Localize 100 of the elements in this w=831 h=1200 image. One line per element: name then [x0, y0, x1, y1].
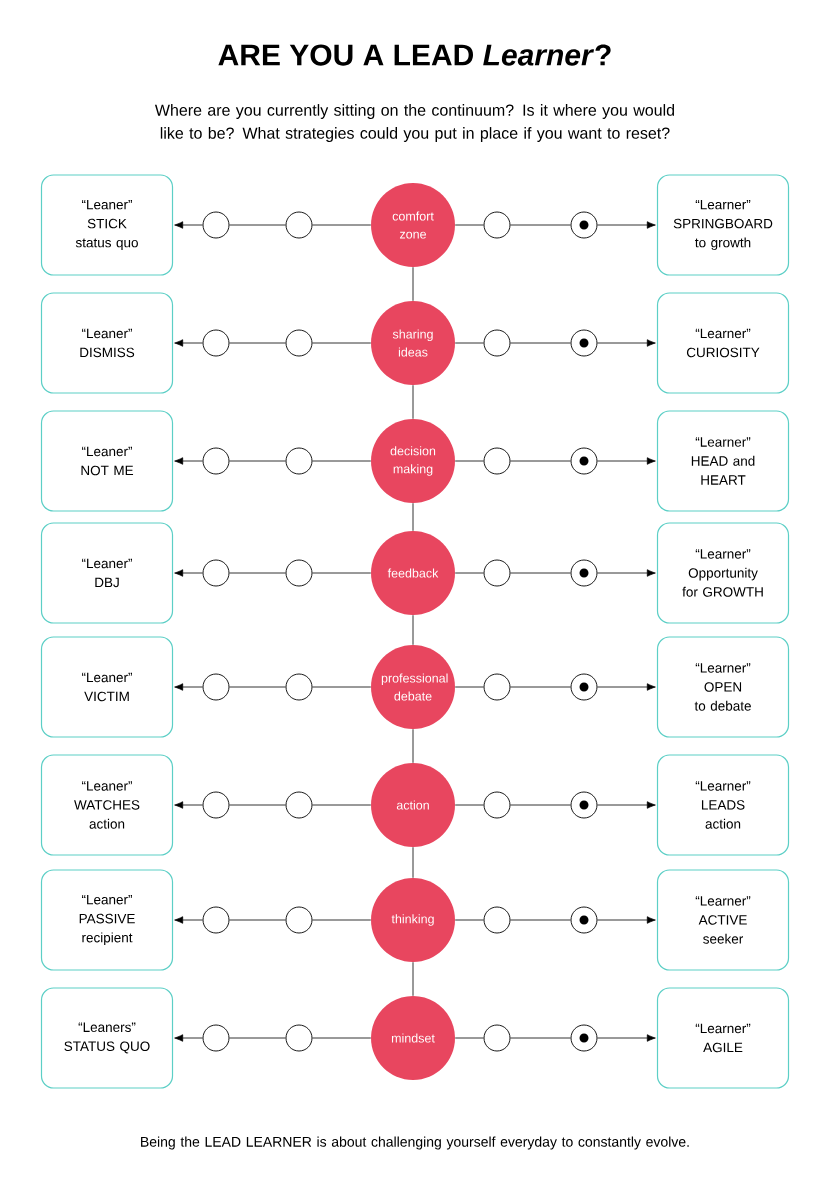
connector-line [229, 342, 286, 344]
scale-circle [285, 559, 313, 587]
connector-line [454, 686, 484, 688]
connector-line [454, 919, 484, 921]
connector-line [510, 460, 571, 462]
marked-circle [570, 1024, 598, 1052]
outcome-box: “Leaner” DISMISS [40, 292, 174, 394]
arrow [597, 683, 656, 691]
connector-line [229, 686, 286, 688]
outcome-box: “Learner” Opportunity for GROWTH [656, 522, 790, 624]
arrow [174, 1034, 203, 1042]
scale-circle [285, 906, 313, 934]
arrow [597, 916, 656, 924]
connector-line [229, 572, 286, 574]
connector-line [510, 1037, 571, 1039]
connector-line [454, 460, 484, 462]
outcome-box: “Learner” OPEN to debate [656, 636, 790, 738]
marked-circle [570, 211, 598, 239]
marked-circle [570, 906, 598, 934]
scale-circle [202, 791, 230, 819]
connector-line [229, 224, 286, 226]
connector-line [510, 686, 571, 688]
footer-note: Being the LEAD LEARNER is about challenging yourself everyday to constantly evolve. [141, 1136, 689, 1150]
outcome-box: “Learner” LEADS action [656, 754, 790, 856]
outcome-box: “Learner” HEAD and HEART [656, 410, 790, 512]
connector-line [229, 804, 286, 806]
scale-circle [483, 673, 511, 701]
outcome-box: “Leaner” WATCHES action [40, 754, 174, 856]
connector-line [312, 686, 372, 688]
scale-circle [285, 673, 313, 701]
arrow [174, 339, 203, 347]
scale-circle [285, 1024, 313, 1052]
marked-circle [570, 673, 598, 701]
outcome-box: “Leaner” PASSIVE recipient [40, 869, 174, 971]
arrow [174, 457, 203, 465]
scale-circle [483, 447, 511, 475]
scale-circle [483, 791, 511, 819]
connector-line [312, 919, 372, 921]
outcome-box: “Learner” CURIOSITY [656, 292, 790, 394]
scale-circle [285, 329, 313, 357]
arrow [174, 569, 203, 577]
marked-circle [570, 791, 598, 819]
connector-line [510, 342, 571, 344]
scale-circle [483, 211, 511, 239]
arrow [174, 683, 203, 691]
outcome-box: “Learner” ACTIVE seeker [656, 869, 790, 971]
connector-line [412, 266, 414, 302]
scale-circle [285, 211, 313, 239]
connector-line [510, 572, 571, 574]
outcome-box: “Leaner” VICTIM [40, 636, 174, 738]
connector-line [510, 804, 571, 806]
connector-line [412, 614, 414, 646]
scale-circle [483, 329, 511, 357]
outcome-box: “Leaners” STATUS QUO [40, 987, 174, 1089]
connector-line [312, 342, 372, 344]
connector-line [229, 1037, 286, 1039]
scale-circle [202, 447, 230, 475]
arrow [597, 569, 656, 577]
arrow [174, 801, 203, 809]
connector-line [412, 384, 414, 420]
marked-circle [570, 329, 598, 357]
arrow [597, 801, 656, 809]
scale-circle [483, 906, 511, 934]
outcome-box: “Leaner” DBJ [40, 522, 174, 624]
connector-line [454, 572, 484, 574]
connector-line [229, 460, 286, 462]
arrow [597, 339, 656, 347]
title: ARE YOU A LEAD Learner? [218, 44, 611, 66]
connector-line [412, 846, 414, 879]
arrow [174, 221, 203, 229]
arrow [597, 457, 656, 465]
outcome-box: “Leaner” NOT ME [40, 410, 174, 512]
connector-line [510, 919, 571, 921]
scale-circle [202, 559, 230, 587]
connector-line [454, 1037, 484, 1039]
outcome-box: “Leaner” STICK status quo [40, 174, 174, 276]
connector-line [454, 224, 484, 226]
connector-line [312, 804, 372, 806]
connector-line [454, 342, 484, 344]
arrow [597, 1034, 656, 1042]
scale-circle [202, 329, 230, 357]
scale-circle [285, 791, 313, 819]
scale-circle [202, 211, 230, 239]
marked-circle [570, 447, 598, 475]
scale-circle [285, 447, 313, 475]
scale-circle [202, 673, 230, 701]
marked-circle [570, 559, 598, 587]
scale-circle [202, 906, 230, 934]
connector-line [510, 224, 571, 226]
connector-line [312, 1037, 372, 1039]
scale-circle [483, 1024, 511, 1052]
outcome-box: “Learner” SPRINGBOARD to growth [656, 174, 790, 276]
connector-line [312, 224, 372, 226]
subtitle: Where are you currently sitting on the continuum? Is it where you would like to be? What strategies could you put in place if you want to reset? [154, 104, 674, 142]
scale-circle [483, 559, 511, 587]
connector-line [412, 502, 414, 532]
arrow [174, 916, 203, 924]
arrow [597, 221, 656, 229]
connector-line [229, 919, 286, 921]
connector-line [312, 460, 372, 462]
